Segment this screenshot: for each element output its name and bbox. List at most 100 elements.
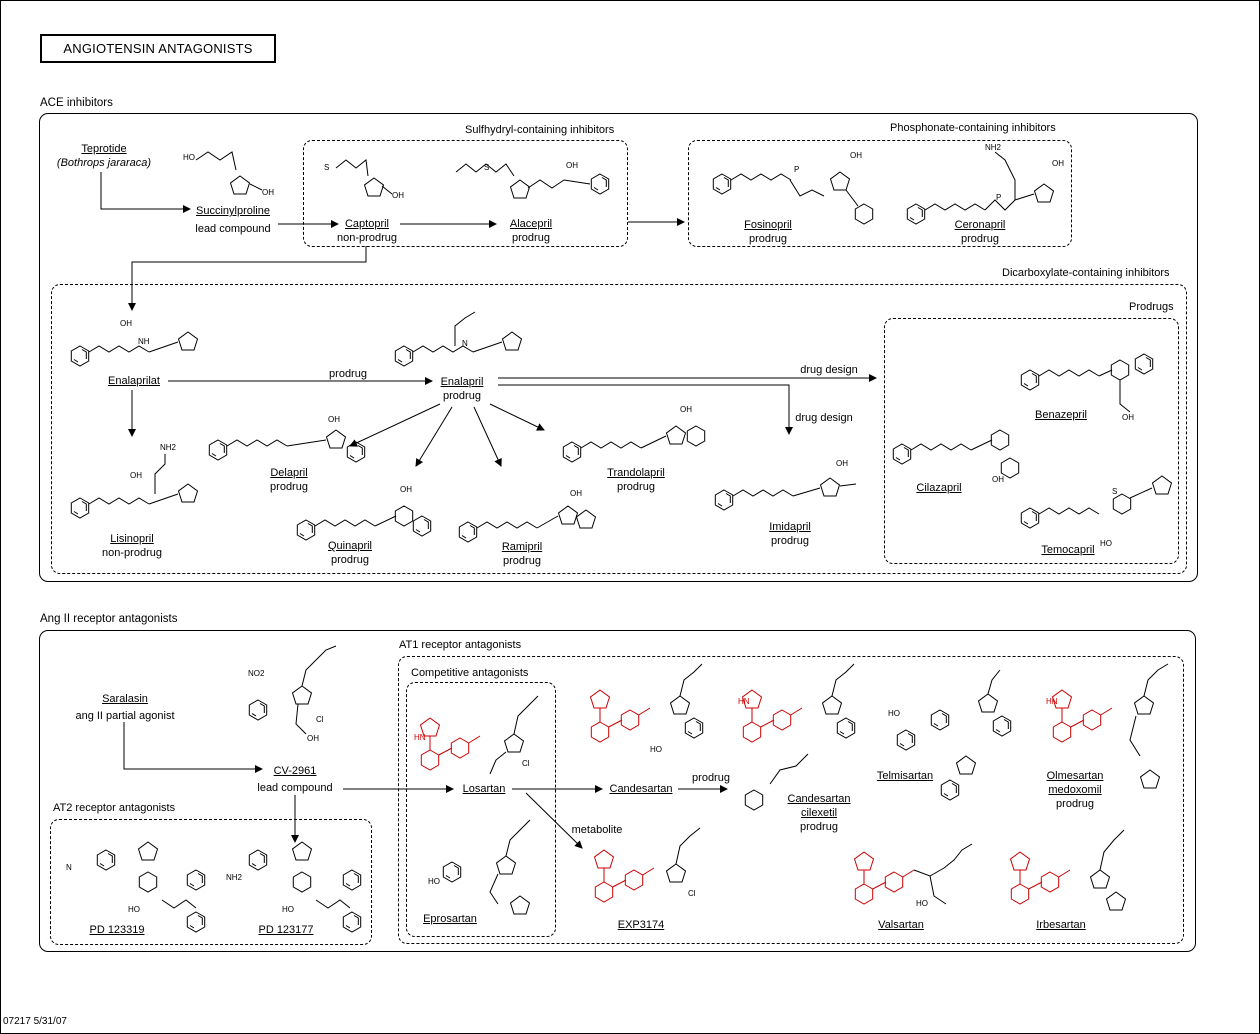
arrow-enalapril-imidapril <box>498 384 793 435</box>
structure-cv2961: NO2 Cl OH <box>248 645 337 743</box>
dicarboxylate-group-label: Dicarboxylate-containing inhibitors <box>1002 267 1170 279</box>
compound-name: Enalapril <box>440 376 484 388</box>
edge-label-prodrug-arb: prodrug <box>692 772 730 784</box>
compound-note: prodrug <box>617 481 655 493</box>
compound-exp3174: EXP3174 <box>618 918 664 932</box>
compound-alacepril: Alacepril prodrug <box>510 217 552 245</box>
compound-name: PD 123177 <box>258 924 314 936</box>
at2-group-label: AT2 receptor antagonists <box>53 802 176 814</box>
edge-label-drug-design-2: drug design <box>795 412 853 424</box>
section-ang2-antagonists: Ang II receptor antagonists <box>40 613 178 625</box>
atom-label: OH <box>328 415 340 424</box>
compound-candesartan: Candesartan <box>610 782 673 796</box>
compound-note: prodrug <box>961 233 999 245</box>
edge-label-drug-design-1: drug design <box>800 364 858 376</box>
compound-note: prodrug <box>1056 798 1094 810</box>
compound-benazepril: Benazepril <box>1035 408 1087 422</box>
structure-imidapril: OH <box>714 459 857 511</box>
structure-fosinopril: P OH <box>712 151 874 225</box>
sulfhydryl-group-box <box>303 140 628 247</box>
atom-label: Cl <box>688 889 696 898</box>
compound-name: Alacepril <box>509 218 553 230</box>
structure-succinylproline: HO OH <box>183 151 274 197</box>
atom-label: OH <box>850 151 862 160</box>
compound-pd123177: PD 123177 <box>258 923 313 937</box>
atom-label: HN <box>414 733 426 742</box>
atom-label: HO <box>282 905 294 914</box>
compound-note: lead compound <box>257 782 333 794</box>
compound-note: prodrug <box>270 481 308 493</box>
structure-telmisartan: HO <box>888 669 1012 801</box>
compound-valsartan: Valsartan <box>878 918 924 932</box>
compound-name: Benazepril <box>1035 409 1087 421</box>
compound-name: Irbesartan <box>1036 919 1086 931</box>
atom-label: HO <box>183 153 195 162</box>
competitive-group-box <box>406 682 556 937</box>
compound-captopril: Captopril non-prodrug <box>337 217 397 245</box>
phosphonate-group-box <box>688 140 1072 247</box>
at2-group-box <box>50 819 372 945</box>
atom-label: OH <box>680 405 692 414</box>
compound-source: (Bothrops jararaca) <box>56 157 152 169</box>
atom-label: HO <box>650 745 662 754</box>
structure-quinapril: OH <box>296 485 432 541</box>
atom-label: OH <box>570 489 582 498</box>
atom-label: HO <box>1100 539 1112 548</box>
atom-label: HO <box>428 877 440 886</box>
structure-pd123319: N HO <box>66 841 206 933</box>
atom-label: Cl <box>316 715 324 724</box>
compound-eprosartan: Eprosartan <box>423 912 477 926</box>
competitive-group-label: Competitive antagonists <box>411 667 529 679</box>
atom-label: HO <box>888 709 900 718</box>
atom-label: OH <box>1122 413 1134 422</box>
compound-name: Telmisartan <box>876 770 934 782</box>
footer-code: 07217 5/31/07 <box>3 1016 67 1027</box>
compound-note: prodrug <box>443 390 481 402</box>
ace-section-box <box>39 113 1198 582</box>
compound-teprotide: Teprotide (Bothrops jararaca) <box>57 142 151 170</box>
compound-name: PD 123319 <box>89 924 145 936</box>
structure-trandolapril: OH <box>562 405 706 463</box>
compound-name: CV-2961 <box>273 765 317 777</box>
compound-note: prodrug <box>800 821 838 833</box>
compound-name: Delapril <box>270 467 308 479</box>
atom-label: OH <box>836 459 848 468</box>
compound-ramipril: Ramipril prodrug <box>502 540 542 568</box>
at1-group-box <box>398 656 1184 944</box>
compound-name: Candesartan <box>609 783 673 795</box>
compound-lisinopril: Lisinopril non-prodrug <box>102 532 162 560</box>
structure-delapril: OH <box>208 415 366 463</box>
compound-note: non-prodrug <box>102 547 162 559</box>
atom-label: HN <box>1046 697 1058 706</box>
arrow-enalapril-quinapril <box>415 406 453 467</box>
atom-label: NH2 <box>985 143 1002 152</box>
compound-irbesartan: Irbesartan <box>1036 918 1086 932</box>
atom-label: OH <box>120 319 132 328</box>
atom-label: HO <box>916 899 928 908</box>
atom-label: S <box>324 163 329 172</box>
atom-label: N <box>462 339 468 348</box>
compound-name: EXP3174 <box>617 919 665 931</box>
structure-ceronapril: P NH2 OH <box>906 143 1064 225</box>
structure-captopril: S OH <box>324 159 404 200</box>
atom-label: NH2 <box>226 873 243 882</box>
atom-label: P <box>996 193 1001 202</box>
compound-name: Teprotide <box>81 143 127 155</box>
structure-enalaprilat: NH OH <box>70 319 198 367</box>
compound-note: lead compound <box>195 223 271 235</box>
structure-exp3174: Cl <box>594 827 701 903</box>
compound-succinylproline: Succinylproline lead compound <box>195 204 270 240</box>
prodrugs-group-label: Prodrugs <box>1129 301 1174 313</box>
compound-note: non-prodrug <box>337 232 397 244</box>
atom-label: NO2 <box>248 669 265 678</box>
compound-name: Eprosartan <box>423 913 477 925</box>
atom-label: N <box>66 863 72 872</box>
structure-alacepril: S OH <box>455 161 610 199</box>
structure-candesartan: HO <box>590 663 704 754</box>
atom-label: OH <box>992 475 1004 484</box>
compound-cv2961: CV-2961 lead compound <box>257 764 332 798</box>
page-title: ANGIOTENSIN ANTAGONISTS <box>40 34 276 63</box>
atom-label: OH <box>307 734 319 743</box>
